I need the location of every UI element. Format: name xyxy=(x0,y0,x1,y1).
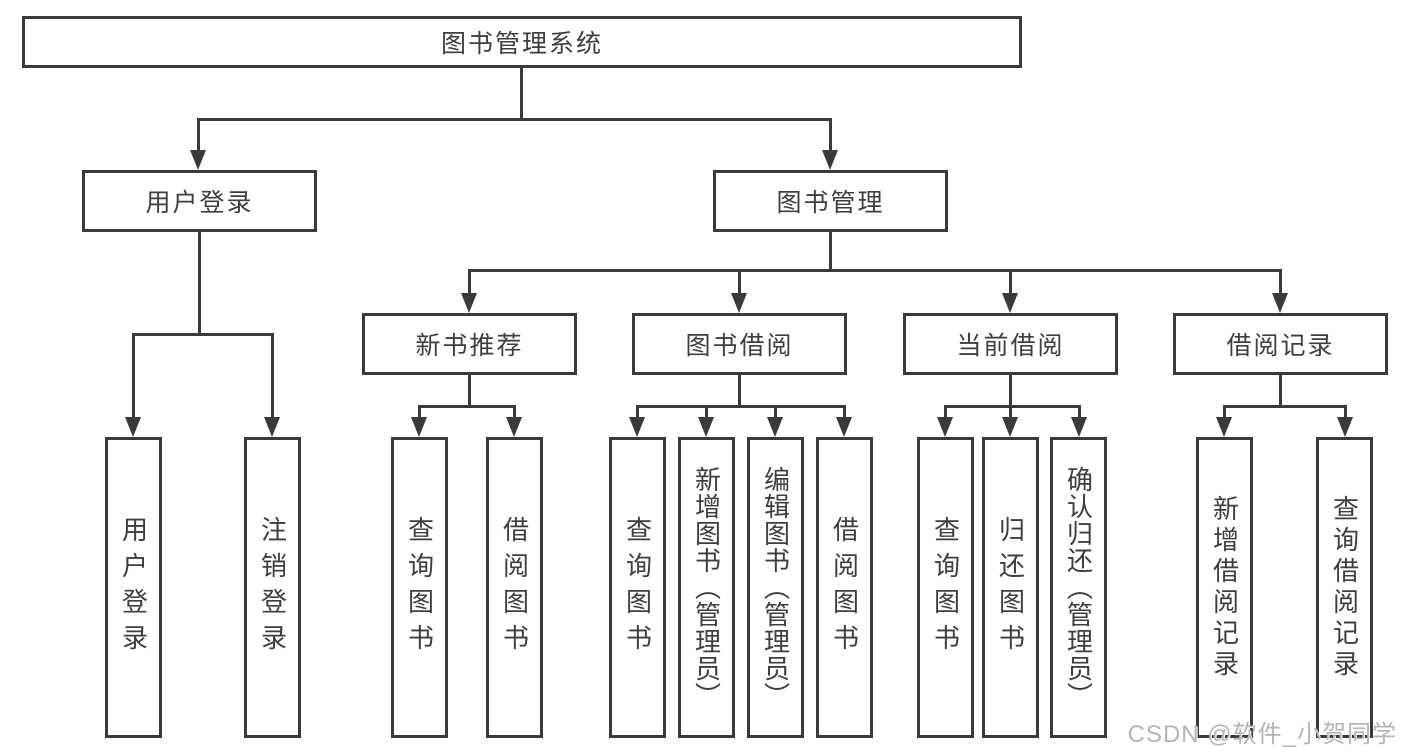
leaf-query-books-1: 查询图书 xyxy=(391,437,448,738)
arrow-down-icon xyxy=(767,417,783,437)
connector-line xyxy=(468,269,471,294)
csdn-watermark: CSDN @软件_小贺同学 xyxy=(1127,721,1397,747)
connector-line xyxy=(513,405,516,418)
leaf-user-login: 用户登录 xyxy=(105,437,162,738)
leaf-borrow-books-1: 借阅图书 xyxy=(486,437,543,738)
arrow-down-icon xyxy=(822,150,838,170)
node-root-label: 图书管理系统 xyxy=(440,30,603,58)
connector-line xyxy=(1279,269,1282,294)
connector-line xyxy=(1223,405,1226,418)
leaf-add-borrow-record-label: 新增借阅记录 xyxy=(1209,494,1240,681)
node-root: 图书管理系统 xyxy=(22,16,1022,68)
connector-line xyxy=(738,269,741,294)
connector-line xyxy=(1344,405,1347,418)
connector-line xyxy=(705,405,708,418)
leaf-borrow-books-2-label: 借阅图书 xyxy=(829,515,860,660)
arrow-down-icon xyxy=(1216,417,1232,437)
connector-line xyxy=(271,333,274,418)
node-current-borrowing-label: 当前借阅 xyxy=(956,332,1065,360)
leaf-logout-label: 注销登录 xyxy=(257,515,288,660)
leaf-query-books-3-label: 查询图书 xyxy=(930,515,961,660)
connector-line xyxy=(944,405,1081,408)
arrow-down-icon xyxy=(506,417,522,437)
leaf-query-books-1-label: 查询图书 xyxy=(404,515,435,660)
connector-line xyxy=(418,405,421,418)
connector-line xyxy=(197,118,200,152)
arrow-down-icon xyxy=(836,417,852,437)
leaf-return-books-label: 归还图书 xyxy=(995,515,1026,660)
connector-line xyxy=(197,118,832,121)
node-book-borrowing: 图书借阅 xyxy=(632,313,847,375)
node-user-login: 用户登录 xyxy=(82,170,317,232)
connector-line xyxy=(829,232,832,272)
arrow-down-icon xyxy=(411,417,427,437)
leaf-confirm-return-admin: 确认归还（管理员） xyxy=(1050,437,1107,738)
leaf-edit-books-admin: 编辑图书（管理员） xyxy=(747,437,804,738)
arrow-down-icon xyxy=(1002,417,1018,437)
arrow-down-icon xyxy=(731,293,747,313)
leaf-query-books-3: 查询图书 xyxy=(917,437,974,738)
leaf-query-borrow-record: 查询借阅记录 xyxy=(1316,437,1373,738)
connector-line xyxy=(418,405,516,408)
leaf-edit-books-admin-label: 编辑图书（管理员） xyxy=(760,466,791,709)
node-book-borrowing-label: 图书借阅 xyxy=(685,332,794,360)
arrow-down-icon xyxy=(264,417,280,437)
connector-line xyxy=(829,118,832,152)
connector-line xyxy=(132,333,135,418)
arrow-down-icon xyxy=(190,150,206,170)
connector-line xyxy=(843,405,846,418)
leaf-add-borrow-record: 新增借阅记录 xyxy=(1196,437,1253,738)
leaf-user-login-label: 用户登录 xyxy=(118,515,149,660)
node-user-login-label: 用户登录 xyxy=(145,189,254,217)
connector-line xyxy=(774,405,777,418)
arrow-down-icon xyxy=(1272,293,1288,313)
connector-line xyxy=(1009,405,1012,418)
leaf-logout: 注销登录 xyxy=(244,437,301,738)
node-book-management-label: 图书管理 xyxy=(776,189,885,217)
leaf-confirm-return-admin-label: 确认归还（管理员） xyxy=(1063,466,1094,709)
node-new-book-recommend: 新书推荐 xyxy=(362,313,577,375)
connector-line xyxy=(1078,405,1081,418)
connector-line xyxy=(1009,375,1012,408)
leaf-borrow-books-1-label: 借阅图书 xyxy=(499,515,530,660)
connector-line xyxy=(636,405,846,408)
connector-line xyxy=(132,333,274,336)
arrow-down-icon xyxy=(698,417,714,437)
node-book-management: 图书管理 xyxy=(713,170,948,232)
node-new-book-recommend-label: 新书推荐 xyxy=(415,332,524,360)
connector-line xyxy=(636,405,639,418)
node-borrowing-records: 借阅记录 xyxy=(1173,313,1388,375)
arrow-down-icon xyxy=(1071,417,1087,437)
arrow-down-icon xyxy=(461,293,477,313)
connector-line xyxy=(520,68,523,120)
node-current-borrowing: 当前借阅 xyxy=(903,313,1118,375)
leaf-return-books: 归还图书 xyxy=(982,437,1039,738)
arrow-down-icon xyxy=(1337,417,1353,437)
connector-line xyxy=(944,405,947,418)
leaf-query-books-2: 查询图书 xyxy=(609,437,666,738)
leaf-add-books-admin-label: 新增图书（管理员） xyxy=(691,466,722,709)
connector-line xyxy=(738,375,741,408)
arrow-down-icon xyxy=(1002,293,1018,313)
node-borrowing-records-label: 借阅记录 xyxy=(1226,332,1335,360)
leaf-query-books-2-label: 查询图书 xyxy=(622,515,653,660)
connector-line xyxy=(1223,405,1347,408)
leaf-borrow-books-2: 借阅图书 xyxy=(816,437,873,738)
connector-line xyxy=(198,232,201,336)
connector-line xyxy=(1009,269,1012,294)
arrow-down-icon xyxy=(125,417,141,437)
connector-line xyxy=(468,375,471,408)
connector-line xyxy=(468,269,1282,272)
arrow-down-icon xyxy=(937,417,953,437)
leaf-query-borrow-record-label: 查询借阅记录 xyxy=(1329,494,1360,681)
leaf-add-books-admin: 新增图书（管理员） xyxy=(678,437,735,738)
connector-line xyxy=(1279,375,1282,408)
arrow-down-icon xyxy=(629,417,645,437)
